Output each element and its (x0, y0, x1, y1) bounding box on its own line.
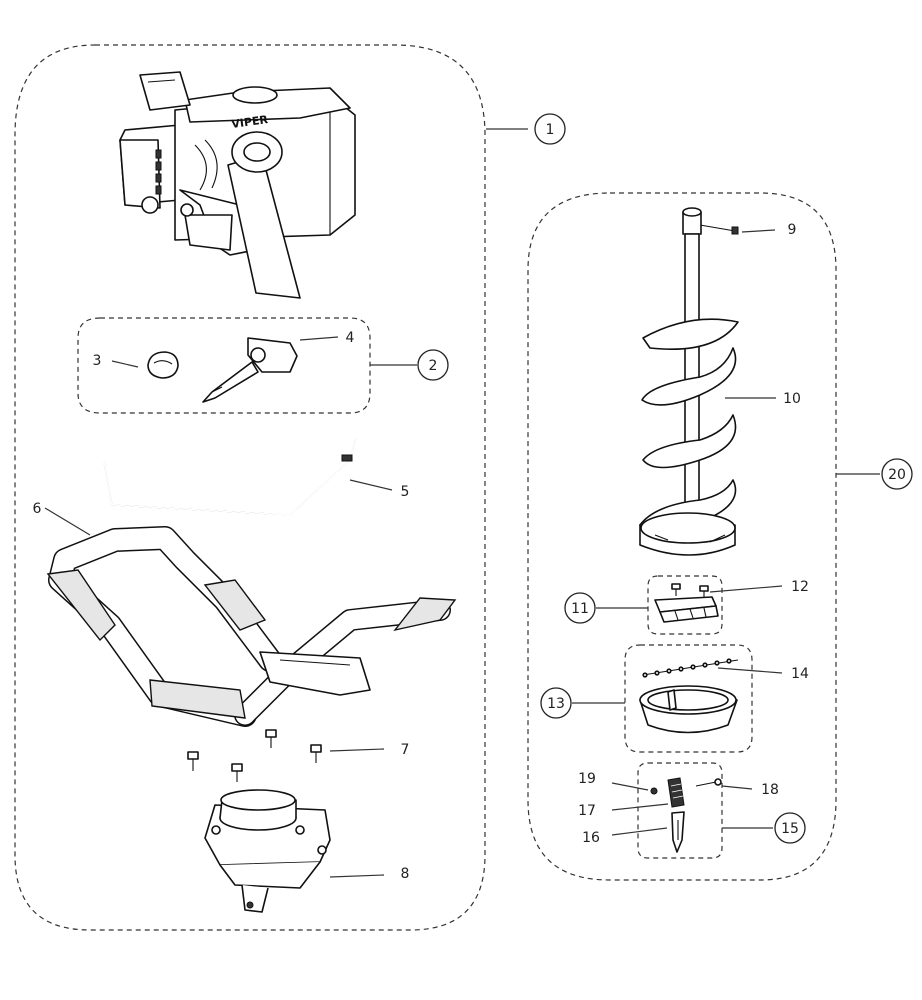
group-15-outline (637, 762, 723, 859)
tool-part-4 (202, 337, 298, 403)
blade-part-11 (654, 596, 719, 623)
leader-5 (349, 479, 393, 491)
callout-13[interactable]: 13 (540, 687, 572, 719)
cap-part-3 (147, 351, 179, 379)
callout-15-label: 15 (781, 821, 799, 837)
nut-part-19 (650, 787, 658, 795)
leader-6 (44, 507, 91, 536)
auger-part-10 (639, 207, 739, 556)
callout-20-label: 20 (888, 467, 906, 483)
callout-12[interactable]: 12 (791, 579, 809, 595)
callout-2[interactable]: 2 (417, 349, 449, 381)
engine-decal: VIPER (231, 113, 270, 131)
callout-13-label: 13 (547, 696, 565, 712)
leader-16 (611, 827, 668, 836)
callout-14[interactable]: 14 (791, 666, 809, 682)
callout-1-label: 1 (546, 122, 555, 138)
leader-9 (741, 229, 776, 233)
callout-16[interactable]: 16 (582, 830, 600, 846)
leader-14 (717, 667, 783, 674)
bolt-part-9 (699, 224, 739, 235)
group-2-outline (77, 317, 371, 414)
gearbox-part-8 (204, 789, 331, 913)
callout-15[interactable]: 15 (774, 812, 806, 844)
callout-18[interactable]: 18 (761, 782, 779, 798)
engine-part: VIPER (119, 71, 356, 299)
callout-11[interactable]: 11 (564, 592, 596, 624)
leader-8 (329, 874, 385, 878)
leader-4 (299, 336, 339, 341)
group-20-outline (527, 192, 837, 881)
bolts-part-7 (187, 729, 322, 782)
callout-3[interactable]: 3 (93, 353, 102, 369)
leader-18 (721, 785, 753, 790)
pin-part-18 (695, 778, 722, 787)
group-1-outline (14, 44, 486, 931)
handle-part-6 (46, 526, 457, 727)
group-11-outline (647, 575, 723, 635)
callout-5[interactable]: 5 (401, 484, 410, 500)
leader-19 (611, 782, 649, 791)
callout-17[interactable]: 17 (578, 803, 596, 819)
callout-19[interactable]: 19 (578, 771, 596, 787)
callout-11-label: 11 (571, 601, 589, 617)
leader-7 (329, 748, 385, 752)
callout-2-label: 2 (429, 358, 438, 374)
callout-4[interactable]: 4 (346, 330, 355, 346)
callout-1[interactable]: 1 (534, 113, 566, 145)
leader-3 (111, 360, 139, 368)
group-13-outline (624, 644, 753, 753)
callout-9[interactable]: 9 (788, 222, 797, 238)
throttle-rod-part-5 (103, 437, 357, 516)
screws-part-12 (671, 583, 709, 598)
leader-17 (611, 803, 669, 811)
holder-part-17 (667, 777, 685, 808)
callout-10[interactable]: 10 (783, 391, 801, 407)
callout-20[interactable]: 20 (881, 458, 913, 490)
ring-part-13 (639, 685, 738, 734)
chain-part-14 (642, 658, 739, 678)
callout-6[interactable]: 6 (33, 501, 42, 517)
point-part-16 (671, 811, 685, 853)
callout-8[interactable]: 8 (401, 866, 410, 882)
callout-7[interactable]: 7 (401, 742, 410, 758)
leader-12 (709, 585, 783, 593)
